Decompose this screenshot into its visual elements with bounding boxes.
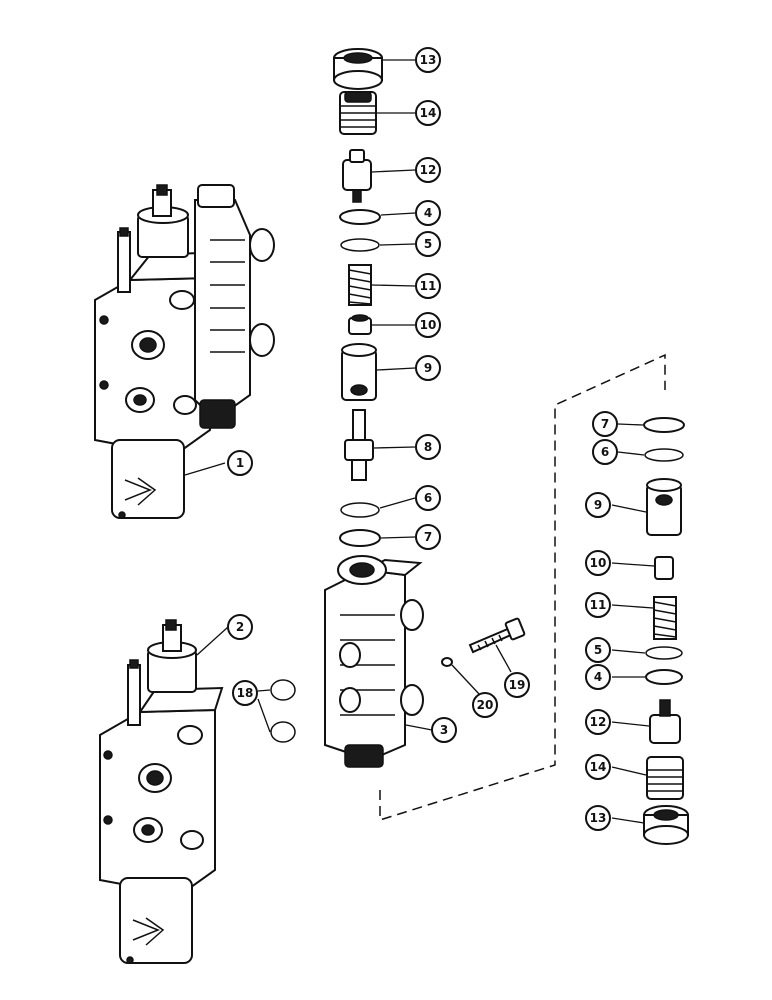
callout-3: 3	[431, 717, 457, 743]
callout-7-right: 7	[592, 411, 618, 437]
svg-text:13: 13	[590, 811, 607, 825]
callout-10-top: 10	[415, 312, 441, 338]
svg-text:14: 14	[420, 106, 437, 120]
svg-text:11: 11	[590, 598, 607, 612]
callout-7-center: 7	[415, 524, 441, 550]
svg-text:6: 6	[601, 445, 609, 459]
leader-lines	[184, 59, 655, 824]
part-8-spool	[344, 409, 374, 481]
part-12-poppet-top	[342, 149, 372, 203]
callout-12-right: 12	[585, 709, 611, 735]
part-7-ring-center	[339, 529, 381, 547]
dashed-assembly-line	[379, 353, 666, 822]
callout-1: 1	[227, 450, 253, 476]
part-13-nut-top	[333, 48, 383, 90]
svg-text:20: 20	[477, 698, 494, 712]
callout-14-top: 14	[415, 100, 441, 126]
callout-4-top: 4	[415, 200, 441, 226]
callout-10-right: 10	[585, 550, 611, 576]
part-10-retainer-top	[348, 314, 372, 335]
svg-text:14: 14	[590, 760, 607, 774]
part-12-poppet-right	[649, 699, 681, 744]
part-6-ring-center	[340, 502, 380, 518]
svg-text:6: 6	[424, 491, 432, 505]
callout-5-right: 5	[585, 637, 611, 663]
part-7-ring-right	[643, 417, 685, 433]
part-4-ring-top	[339, 209, 381, 225]
callout-5-top: 5	[415, 231, 441, 257]
svg-text:9: 9	[424, 361, 432, 375]
svg-text:1: 1	[236, 456, 244, 470]
part-4-ring-right	[645, 669, 683, 685]
svg-text:11: 11	[420, 279, 437, 293]
callout-6-right: 6	[592, 439, 618, 465]
part-14-plug-top	[339, 91, 377, 135]
svg-text:5: 5	[594, 643, 602, 657]
callout-14-right: 14	[585, 754, 611, 780]
part-6-ring-right	[644, 448, 684, 462]
svg-text:7: 7	[424, 530, 432, 544]
callout-19: 19	[504, 672, 530, 698]
callout-9-top: 9	[415, 355, 441, 381]
part-13-nut-right	[643, 805, 689, 845]
callout-11-top: 11	[415, 273, 441, 299]
svg-text:5: 5	[424, 237, 432, 251]
part-18-orings	[270, 679, 296, 743]
svg-text:13: 13	[420, 53, 437, 67]
svg-text:10: 10	[420, 318, 437, 332]
svg-text:7: 7	[601, 417, 609, 431]
svg-text:3: 3	[440, 723, 448, 737]
part-20-washer	[441, 657, 453, 667]
callout-13-right: 13	[585, 805, 611, 831]
part-10-retainer-right	[654, 556, 674, 580]
part-9-sleeve-right	[646, 478, 682, 536]
svg-text:4: 4	[424, 206, 432, 220]
part-11-spring-right	[653, 596, 677, 640]
part-5-oring-top	[340, 238, 380, 252]
part-9-sleeve-top	[341, 343, 377, 401]
svg-text:4: 4	[594, 670, 602, 684]
svg-text:9: 9	[594, 498, 602, 512]
section-body-3	[324, 555, 424, 768]
callout-2: 2	[227, 614, 253, 640]
callout-8: 8	[415, 434, 441, 460]
valve-assembly-1	[94, 184, 275, 519]
svg-text:12: 12	[420, 163, 437, 177]
valve-assembly-2	[99, 619, 224, 964]
svg-text:2: 2	[236, 620, 244, 634]
svg-text:18: 18	[237, 686, 254, 700]
part-5-oring-right	[645, 646, 683, 660]
svg-text:10: 10	[590, 556, 607, 570]
svg-text:12: 12	[590, 715, 607, 729]
part-19-bolt	[468, 617, 526, 654]
part-14-plug-right	[646, 756, 684, 800]
callout-11-right: 11	[585, 592, 611, 618]
svg-text:19: 19	[509, 678, 526, 692]
callout-6-center: 6	[415, 485, 441, 511]
callout-4-right: 4	[585, 664, 611, 690]
svg-text:8: 8	[424, 440, 432, 454]
part-11-spring-top	[348, 264, 372, 306]
callout-20: 20	[472, 692, 498, 718]
callout-18: 18	[232, 680, 258, 706]
callout-13-top: 13	[415, 47, 441, 73]
callout-9-right: 9	[585, 492, 611, 518]
callout-12-top: 12	[415, 157, 441, 183]
